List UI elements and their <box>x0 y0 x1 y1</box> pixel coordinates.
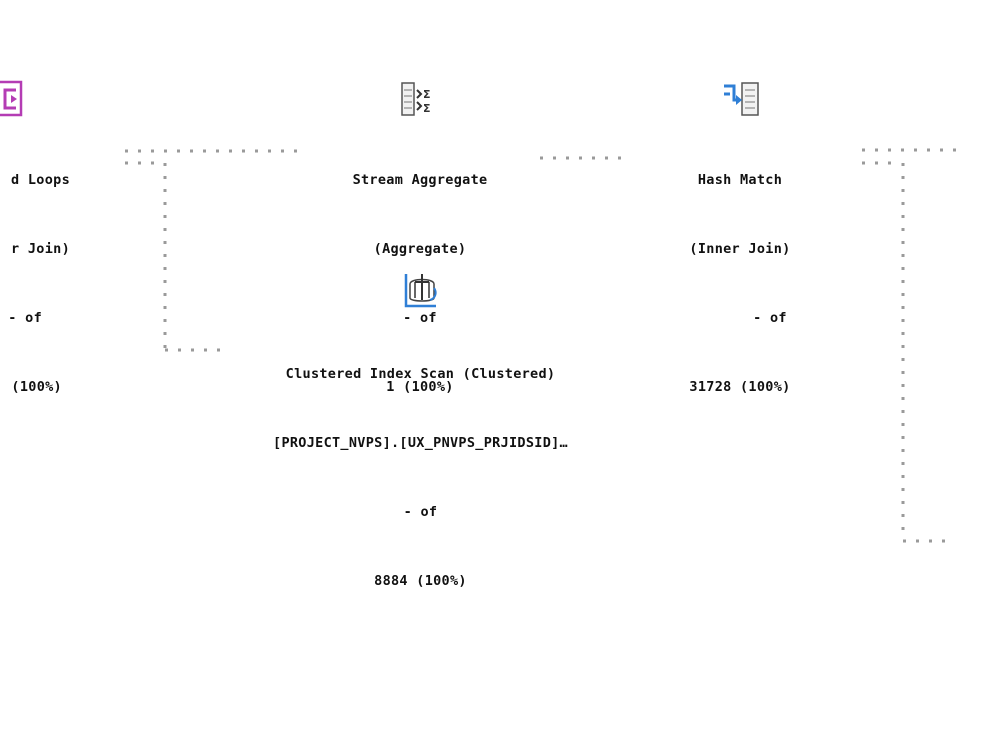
clustered-index-scan-name: Clustered Index Scan (Clustered) <box>285 366 556 382</box>
nested-loops-line-4: (100%) <box>11 379 62 395</box>
nested-loops-label[interactable]: d Loops r Join) - of (100%) <box>0 123 70 445</box>
svg-text:Σ: Σ <box>423 102 431 115</box>
hash-match-rows: 31728 (100%) <box>689 379 791 395</box>
svg-text:Σ: Σ <box>423 88 431 101</box>
nested-loops-line-2: r Join) <box>11 241 70 257</box>
hash-match-name: Hash Match <box>697 172 783 188</box>
clustered-index-scan-rows-of: - of <box>403 504 438 520</box>
clustered-index-scan-icon[interactable] <box>400 270 442 310</box>
hash-match-logical-op: (Inner Join) <box>689 241 791 257</box>
nested-loops-line-1: d Loops <box>11 172 70 188</box>
hash-match-rows-of: - of <box>753 310 787 326</box>
nested-loops-icon[interactable] <box>0 80 24 118</box>
stream-aggregate-rows: 1 (100%) <box>386 379 454 395</box>
clustered-index-scan-object: [PROJECT_NVPS].[UX_PNVPS_PRJIDSID]… <box>273 435 568 451</box>
stream-aggregate-logical-op: (Aggregate) <box>373 241 467 257</box>
stream-aggregate-icon[interactable]: Σ Σ <box>400 80 442 120</box>
stream-aggregate-rows-of: - of <box>403 310 437 326</box>
clustered-index-scan-rows: 8884 (100%) <box>374 573 467 589</box>
hash-match-icon[interactable] <box>720 80 764 120</box>
nested-loops-line-3: - of <box>8 310 42 326</box>
hash-match-label[interactable]: Hash Match (Inner Join) - of 31728 (100%… <box>640 123 840 445</box>
clustered-index-scan-label[interactable]: Clustered Index Scan (Clustered) [PROJEC… <box>218 317 623 639</box>
stream-aggregate-label[interactable]: Stream Aggregate (Aggregate) - of 1 (100… <box>300 123 540 445</box>
stream-aggregate-name: Stream Aggregate <box>352 172 488 188</box>
